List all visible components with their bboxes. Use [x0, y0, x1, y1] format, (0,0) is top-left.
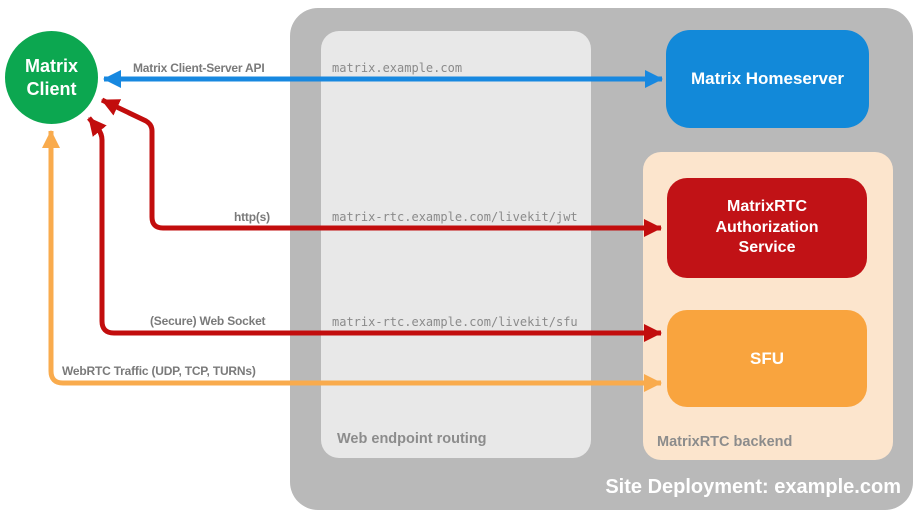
- sfu-node: SFU: [667, 310, 867, 407]
- webrtc-traffic-arrow-label: WebRTC Traffic (UDP, TCP, TURNs): [62, 364, 256, 378]
- client-server-api-arrow-label: Matrix Client-Server API: [133, 61, 265, 75]
- web-endpoint-routing-label: Web endpoint routing: [337, 431, 487, 447]
- endpoint-matrix-rtc-livekit-jwt: matrix-rtc.example.com/livekit/jwt: [332, 210, 578, 224]
- site-deployment-label: Site Deployment: example.com: [605, 476, 901, 498]
- matrixrtc-backend-label: MatrixRTC backend: [657, 434, 793, 450]
- https-arrow-label: http(s): [234, 210, 270, 224]
- matrixrtc-authorization-service-node: MatrixRTC Authorization Service: [667, 178, 867, 278]
- endpoint-matrix-rtc-livekit-sfu: matrix-rtc.example.com/livekit/sfu: [332, 315, 578, 329]
- matrix-homeserver-node: Matrix Homeserver: [666, 30, 869, 128]
- web-endpoint-routing-box: Web endpoint routing: [321, 31, 591, 458]
- secure-websocket-arrow-label: (Secure) Web Socket: [150, 314, 266, 328]
- matrix-client-node: Matrix Client: [5, 31, 98, 124]
- endpoint-matrix-example-com: matrix.example.com: [332, 61, 463, 75]
